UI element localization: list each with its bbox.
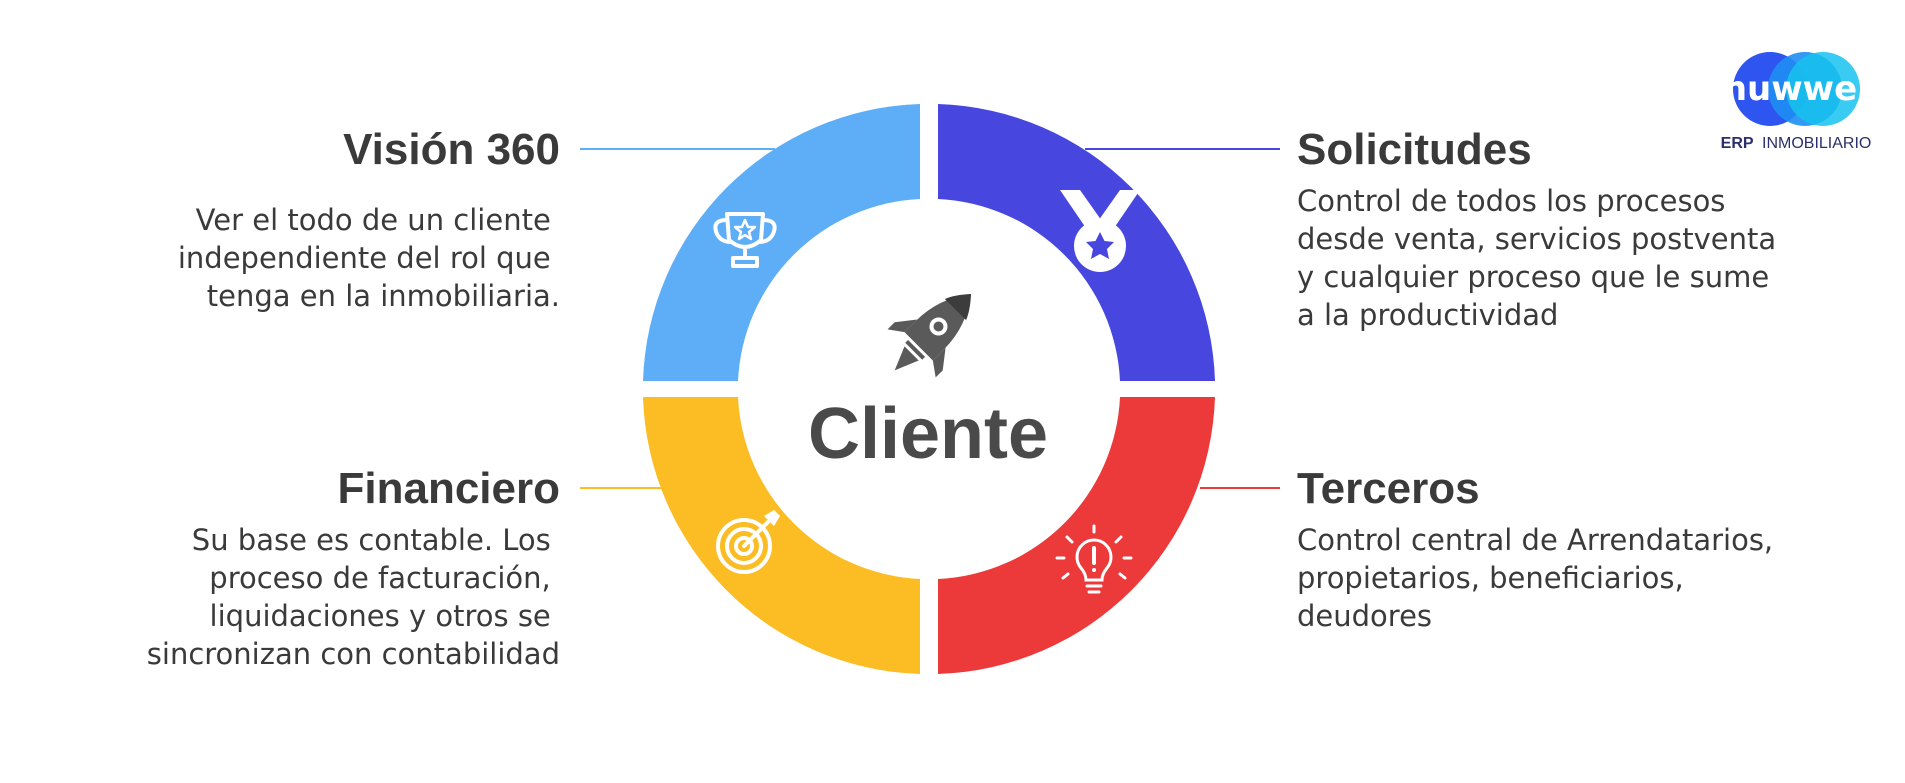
segment-top-left xyxy=(643,104,920,381)
logo-subtitle: ERP INMOBILIARIO xyxy=(1721,135,1872,152)
logo-wordmark: nuwwe xyxy=(1723,69,1857,109)
section-text-terceros: Control central de Arrendatarios, propie… xyxy=(1297,523,1782,633)
section-title-terceros: Terceros xyxy=(1297,464,1480,513)
trophy-icon xyxy=(713,212,777,268)
section-text-vision-360: Ver el todo de un cliente independiente … xyxy=(178,203,560,313)
segment-bottom-left xyxy=(643,397,920,674)
center-title: Cliente xyxy=(808,394,1048,474)
segment-bottom-right xyxy=(938,397,1215,674)
rocket-icon xyxy=(887,293,972,378)
medal-icon xyxy=(1060,190,1140,272)
lightbulb-icon xyxy=(1055,524,1133,594)
section-title-financiero: Financiero xyxy=(338,464,561,513)
section-title-solicitudes: Solicitudes xyxy=(1297,125,1532,174)
target-icon xyxy=(716,510,780,574)
section-title-vision-360: Visión 360 xyxy=(343,125,560,174)
section-text-solicitudes: Control de todos los procesos desde vent… xyxy=(1297,184,1785,332)
nuwwe-logo: nuwwe ERP INMOBILIARIO xyxy=(1721,52,1872,152)
section-text-financiero: Su base es contable. Los proceso de fact… xyxy=(147,523,560,671)
